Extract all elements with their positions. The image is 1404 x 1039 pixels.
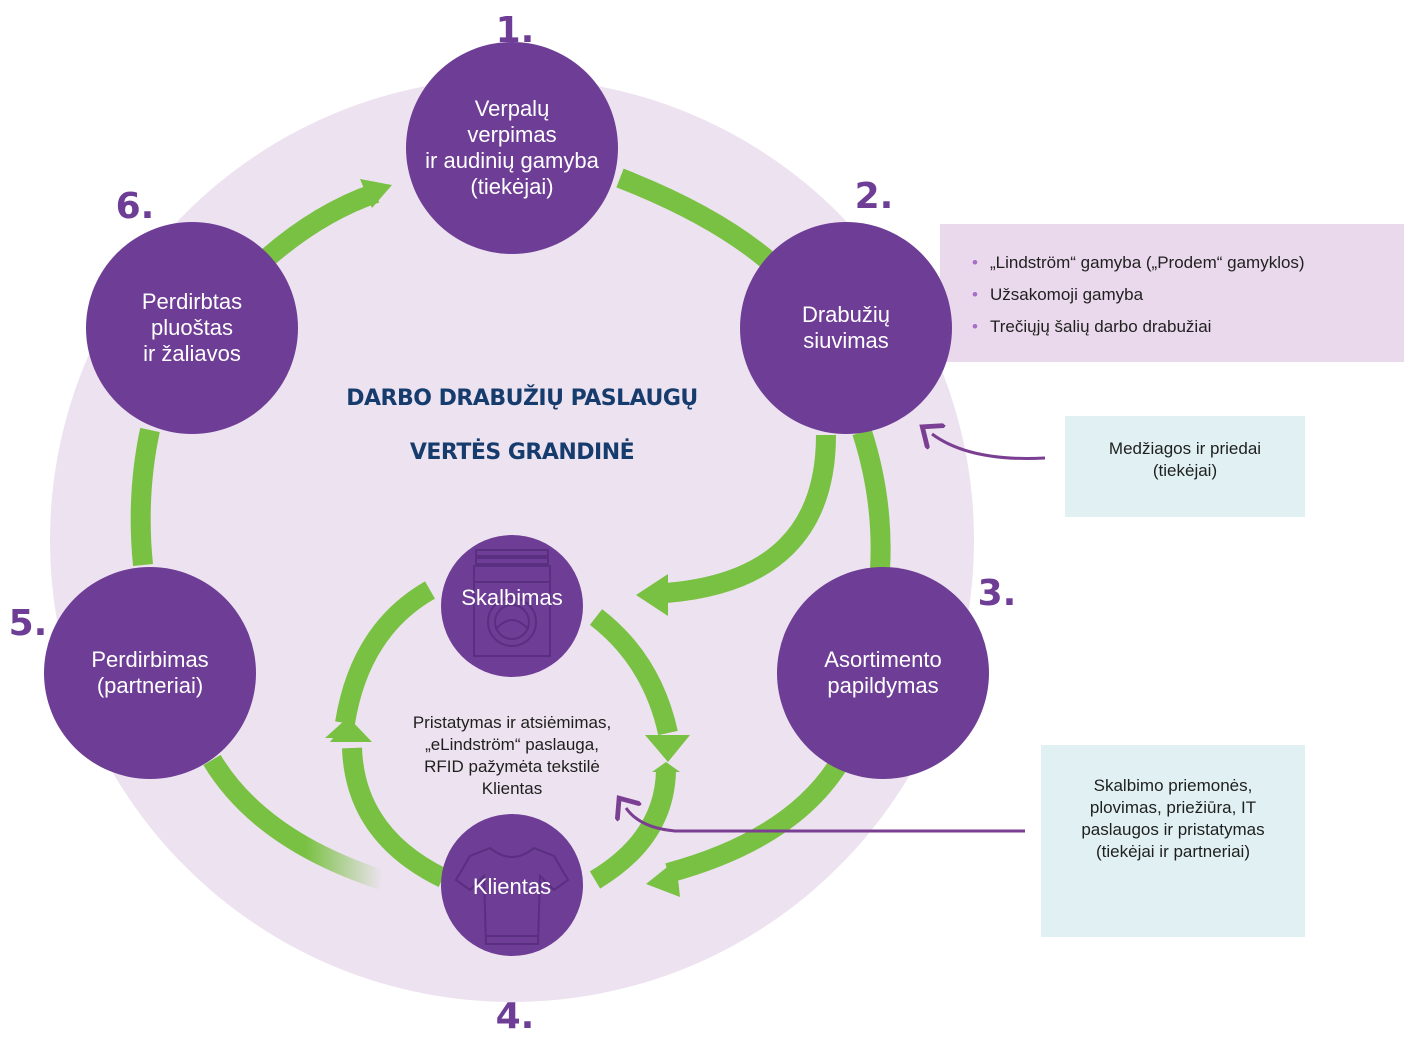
node-1-label-line: Verpalų: [474, 96, 550, 121]
arc-client-to-washing: [342, 747, 448, 887]
arc-5-to-client-fade: [203, 754, 386, 890]
node-5-label-line: Perdirbimas: [91, 647, 209, 672]
production-list-item: Trečiųjų šalių darbo drabužiai: [972, 316, 1402, 338]
arc-5-to-6: [130, 427, 160, 566]
services-box-line: plovimas, priežiūra, IT: [1089, 798, 1257, 817]
arc-1-to-2: [616, 168, 777, 270]
arrowhead-inner-left: [325, 720, 366, 738]
node-6-label-line: ir žaliavos: [143, 341, 241, 366]
services-box: Skalbimo priemonės, plovimas, priežiūra,…: [1041, 775, 1305, 863]
diagram-title-line-2: VERTĖS GRANDINĖ: [409, 440, 635, 465]
arc-3-to-client: [665, 759, 847, 883]
node-3-assortment: [777, 567, 989, 779]
pointer-materials: [932, 434, 1046, 460]
arrowhead-to-client-right: [646, 860, 680, 897]
services-box-line: (tiekėjai ir partneriai): [1096, 842, 1250, 861]
production-panel: „Lindström“ gamyba („Prodem“ gamyklos) U…: [972, 252, 1402, 348]
node-2-label-line: Drabužių: [801, 302, 891, 327]
arc-6-to-1: [260, 183, 380, 266]
arrowhead-inner-right: [652, 762, 680, 772]
arc-left-inner-top: [335, 581, 436, 725]
node-1-label-line: (tiekėjai): [470, 174, 554, 199]
washing-label: Skalbimas: [461, 585, 563, 610]
production-list-item: Užsakomoji gamyba: [972, 284, 1402, 306]
inner-cycle-text-line: „eLindström“ paslauga,: [425, 735, 599, 754]
tshirt-icon: [454, 846, 570, 945]
inner-cycle-text-line: Klientas: [481, 779, 543, 798]
production-list: „Lindström“ gamyba („Prodem“ gamyklos) U…: [972, 252, 1402, 338]
node-5-label-line: (partneriai): [96, 673, 204, 698]
inner-cycle-text: Pristatymas ir atsiėmimas, „eLindström“ …: [372, 712, 652, 800]
arrowhead-to-washing: [636, 574, 668, 616]
services-box-line: Skalbimo priemonės,: [1093, 776, 1253, 795]
step-number-3: 3.: [977, 573, 1017, 614]
arc-2-to-3: [852, 428, 891, 571]
node-3-label-line: papildymas: [827, 673, 939, 698]
step-number-5: 5.: [8, 603, 48, 644]
node-2-label: Drabužių siuvimas: [746, 302, 946, 354]
arc-washing-to-client: [589, 609, 678, 736]
node-2-garment-sewing: [740, 222, 952, 434]
node-4-label: Klientas: [442, 874, 582, 900]
node-6-label-line: pluoštas: [151, 315, 233, 340]
arrowhead-washing-to-client: [645, 735, 690, 762]
step-number-4: 4.: [495, 996, 535, 1037]
node-6-label: Perdirbtas pluoštas ir žaliavos: [92, 289, 292, 367]
arc-client-right: [589, 769, 676, 889]
node-1-label: Verpalų verpimas ir audinių gamyba (tiek…: [402, 96, 622, 200]
node-2-label-line: siuvimas: [803, 328, 889, 353]
arrowhead-to-1: [360, 179, 392, 208]
node-3-label: Asortimento papildymas: [783, 647, 983, 699]
node-1-label-line: ir audinių gamyba: [425, 148, 599, 173]
materials-box-line: Medžiagos ir priedai: [1108, 439, 1262, 458]
diagram-title-line-1: DARBO DRABUŽIŲ PASLAUGŲ: [346, 386, 698, 411]
arc-2-to-washing: [665, 434, 836, 603]
step-number-2: 2.: [854, 176, 894, 217]
services-box-line: paslaugos ir pristatymas: [1081, 820, 1265, 839]
step-number-6: 6.: [115, 186, 155, 227]
materials-box-bg: [1065, 416, 1305, 517]
node-6-recycled-fibre: [86, 222, 298, 434]
node-6-label-line: Perdirbtas: [141, 289, 243, 314]
materials-box: Medžiagos ir priedai (tiekėjai): [1065, 438, 1305, 482]
services-box-bg: [1041, 745, 1305, 937]
node-1-yarn-fabric: [406, 42, 618, 254]
inner-cycle-text-line: Pristatymas ir atsiėmimas,: [412, 713, 612, 732]
inner-cycle-text-line: RFID pažymėta tekstilė: [424, 757, 600, 776]
pointer-services: [626, 808, 1025, 833]
node-4-client: [441, 814, 583, 956]
production-list-item: „Lindström“ gamyba („Prodem“ gamyklos): [972, 252, 1402, 274]
node-5-label: Perdirbimas (partneriai): [50, 647, 250, 699]
node-3-label-line: Asortimento: [824, 647, 942, 672]
washing-machine-icon: [473, 549, 551, 657]
node-1-label-line: verpimas: [467, 122, 557, 147]
node-4-label-line: Klientas: [472, 874, 552, 899]
step-number-1: 1.: [495, 10, 535, 51]
node-5-recycling: [44, 567, 256, 779]
materials-box-line: (tiekėjai): [1152, 461, 1218, 480]
